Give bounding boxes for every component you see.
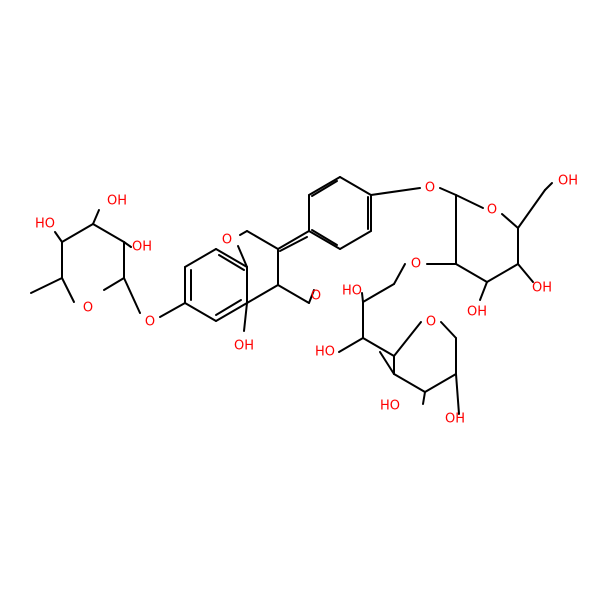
atom-label-oh-glc1-c3: OH	[467, 305, 487, 320]
atom-label-o-aryl-ether: O	[425, 181, 435, 196]
bond-line	[361, 292, 364, 303]
bond-layer	[30, 176, 553, 415]
bond-line	[243, 302, 248, 332]
atom-label-layer: HO OH OH O O O O OH O O OH OH OH O O HO …	[35, 174, 578, 427]
bond-line	[501, 213, 519, 229]
bond-line	[237, 245, 248, 268]
bond-line	[544, 182, 553, 191]
bond-line	[279, 236, 308, 252]
bond-line	[92, 209, 100, 225]
atom-label-oh-glc2-c6: OH	[445, 412, 465, 427]
bond-line	[61, 277, 75, 303]
bond-line	[308, 289, 315, 304]
bond-line	[30, 277, 63, 294]
bond-line	[246, 230, 279, 250]
bond-line	[393, 321, 422, 357]
bond-line	[362, 337, 395, 357]
atom-label-o-rham-ring: O	[83, 301, 93, 316]
bond-line	[455, 373, 460, 415]
bond-line	[215, 299, 242, 316]
atom-label-oh-glc1-c6: OH	[558, 174, 578, 189]
bond-line	[311, 229, 338, 246]
bond-line	[239, 230, 248, 236]
atom-label-oh-5: OH	[234, 339, 254, 354]
atom-label-oh-glc1-c4: OH	[532, 281, 552, 296]
bond-line	[103, 277, 125, 291]
atom-label-o-ketone: O	[311, 289, 321, 304]
bond-line	[311, 180, 338, 197]
atom-label-oh-rham-c3: OH	[107, 194, 127, 209]
bond-line	[455, 263, 488, 283]
bond-line	[184, 302, 217, 322]
atom-label-o-glycosidic-7: O	[145, 315, 155, 330]
atom-label-oh-rham-c2: OH	[132, 240, 152, 255]
bond-line	[424, 373, 457, 393]
atom-label-ho-glc2-c2: HO	[342, 284, 362, 299]
bond-line	[184, 248, 217, 268]
atom-label-o-chromone-ring: O	[222, 233, 232, 248]
bond-line	[422, 391, 426, 405]
atom-label-o-glc1-ring: O	[487, 203, 497, 218]
bond-line	[54, 231, 63, 243]
bond-line	[517, 263, 534, 283]
bond-line	[339, 176, 372, 196]
bond-line	[379, 351, 395, 375]
bond-line	[393, 263, 406, 285]
bond-line	[440, 321, 457, 339]
bond-line	[277, 284, 310, 304]
bond-line	[455, 194, 484, 209]
bond-line	[123, 277, 141, 314]
bond-line	[159, 302, 186, 318]
atom-label-ho-glc2-c3: HO	[315, 345, 335, 360]
bond-line	[61, 223, 94, 243]
bond-line	[339, 230, 372, 250]
bond-line	[517, 189, 546, 229]
bond-line	[338, 337, 364, 353]
bond-line	[486, 263, 519, 283]
bond-line	[246, 284, 279, 304]
atom-label-o-glc2-ring: O	[426, 315, 436, 330]
bond-line	[123, 241, 132, 248]
bond-line	[370, 187, 421, 196]
bond-line	[439, 187, 457, 196]
bond-line	[393, 373, 426, 393]
bond-line	[215, 248, 248, 268]
bond-line	[215, 302, 248, 322]
bond-line	[308, 230, 341, 250]
bond-line	[218, 254, 245, 271]
bond-line	[92, 223, 125, 243]
bond-line	[277, 230, 310, 250]
bond-line	[308, 176, 341, 196]
bond-line	[362, 283, 395, 303]
bond-line	[479, 281, 488, 301]
atom-label-ho-glc2-c4: HO	[380, 399, 400, 414]
atom-label-o-glycosidic-2: O	[411, 257, 421, 272]
atom-label-ho-rham-c4: HO	[35, 217, 55, 232]
